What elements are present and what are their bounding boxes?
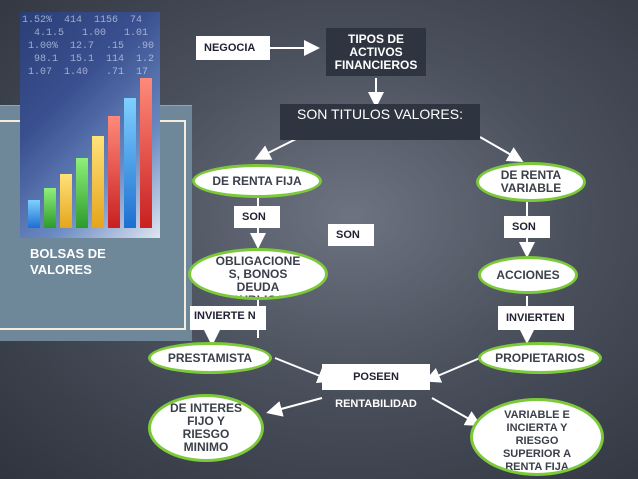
variable-incierta-node: VARIABLE E INCIERTA Y RIESGO SUPERIOR A … [470,398,604,476]
prestamista-node: PRESTAMISTA [148,342,272,374]
card-title: BOLSAS DE VALORES [30,246,106,277]
obligaciones-node: OBLIGACIONE S, BONOS DEUDA PUBLICA [188,248,328,300]
invierten-right-label: INVIERTEN [498,306,574,330]
acciones-node: ACCIONES [478,256,578,294]
son-titulos-node: SON TITULOS VALORES: [280,104,480,140]
photo-bar [140,78,152,228]
arrow-poseen-variable [431,397,482,426]
son-middle-label: SON [328,224,374,246]
arrow-prest-poseen [274,357,334,383]
negocia-label: NEGOCIA [196,36,270,60]
photo-bar [44,188,56,228]
poseen-label: POSEEN [322,364,430,390]
photo-bar [108,116,120,228]
photo-bar [76,158,88,228]
arrow-poseen-fijo [266,397,323,417]
photo-bar [60,174,72,228]
stock-chart-photo: 1.52% 414 1156 74 4.1.5 1.00 1.01 1.00% … [20,12,160,238]
photo-bar [124,98,136,228]
son-left-label: SON [234,206,280,228]
renta-fija-node: DE RENTA FIJA [192,164,322,198]
arrow-prop-poseen [424,357,481,383]
tipos-node: TIPOS DE ACTIVOS FINANCIEROS [326,28,426,76]
son-right-label: SON [504,216,550,238]
renta-variable-node: DE RENTA VARIABLE [476,162,586,202]
photo-bar [28,200,40,228]
arrow-to-fija [254,136,301,160]
photo-numbers: 1.52% 414 1156 74 4.1.5 1.00 1.01 1.00% … [22,15,155,78]
rentabilidad-label: RENTABILIDAD [335,398,417,410]
invierten-left-label: INVIERTE N [190,306,266,330]
interes-fijo-node: DE INTERES FIJO Y RIESGO MINIMO [148,394,264,462]
arrow-to-variable [479,136,524,162]
photo-bar [92,136,104,228]
propietarios-node: PROPIETARIOS [478,342,602,374]
